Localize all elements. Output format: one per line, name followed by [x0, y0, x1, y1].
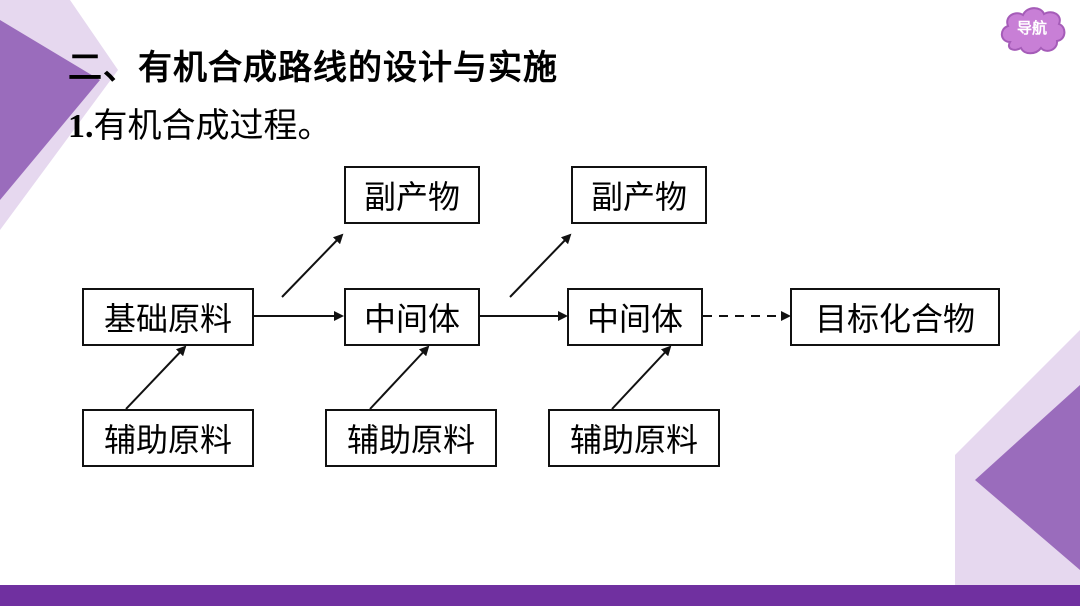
nav-button[interactable]: 导航: [996, 2, 1068, 58]
page-title: 二、有机合成路线的设计与实施: [68, 48, 558, 88]
arrow-aux2-to-int1: [369, 345, 430, 410]
intermediate-box-1: 中间体: [344, 288, 480, 346]
arrow-aux1-to-raw: [125, 345, 187, 410]
subtitle-number: 1.: [68, 108, 94, 145]
auxiliary-material-box-3: 辅助原料: [548, 409, 720, 467]
raw-material-box: 基础原料: [82, 288, 254, 346]
arrow-aux3-to-int2: [611, 345, 672, 410]
intermediate-box-2: 中间体: [567, 288, 703, 346]
section-subtitle: 1.有机合成过程。: [68, 98, 332, 147]
byproduct-box-2: 副产物: [571, 166, 707, 224]
auxiliary-material-box-2: 辅助原料: [325, 409, 497, 467]
nav-label: 导航: [1016, 19, 1047, 37]
target-compound-box: 目标化合物: [790, 288, 1000, 346]
cloud-icon: [1000, 7, 1066, 55]
arrow-to-byproduct-2: [509, 233, 572, 298]
subtitle-text: 有机合成过程。: [93, 106, 332, 146]
auxiliary-material-box-1: 辅助原料: [82, 409, 254, 467]
byproduct-box-1: 副产物: [344, 166, 480, 224]
bottom-accent-bar: [0, 585, 1080, 606]
left-deco-dark: [0, 20, 100, 200]
right-deco-dark: [975, 385, 1080, 570]
arrow-to-byproduct-1: [281, 233, 344, 298]
